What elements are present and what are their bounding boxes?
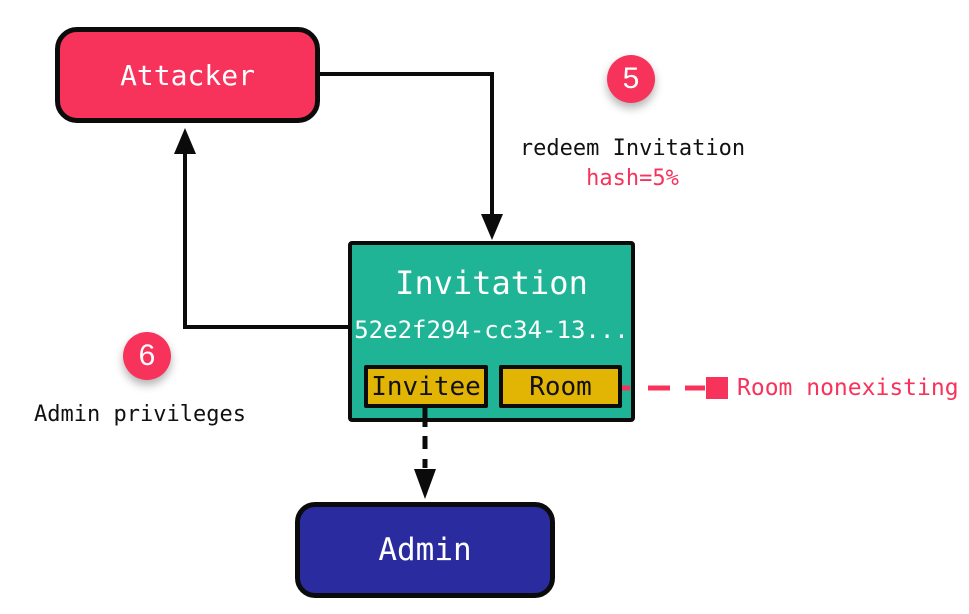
- room-note-marker: [706, 377, 728, 399]
- hash-detail-text: hash=5%: [586, 166, 679, 191]
- room-attribute: Room: [499, 365, 622, 408]
- step-5-number: 5: [622, 62, 640, 95]
- invitation-title: Invitation: [395, 264, 588, 302]
- admin-node: Admin: [295, 502, 555, 598]
- redeem-invitation-text: redeem Invitation: [519, 136, 746, 161]
- invitation-to-attacker-arrow: [174, 128, 348, 327]
- attacker-label: Attacker: [120, 58, 255, 92]
- invitation-node: Invitation 52e2f294-cc34-13... Invitee R…: [348, 241, 635, 422]
- room-nonexisting-label: Room nonexisting: [737, 375, 959, 401]
- invitation-id: 52e2f294-cc34-13...: [354, 316, 629, 344]
- attacker-to-invitation-arrow: [320, 74, 503, 240]
- attacker-node: Attacker: [55, 27, 320, 123]
- admin-privileges-label: Admin privileges: [34, 402, 246, 427]
- step-6-badge: 6: [123, 332, 171, 380]
- redeem-invitation-label: redeem Invitation hash=5%: [490, 134, 775, 194]
- admin-label: Admin: [378, 532, 472, 568]
- room-label: Room: [529, 371, 592, 402]
- step-5-badge: 5: [607, 55, 655, 103]
- invitee-label: Invitee: [371, 371, 481, 402]
- invitee-attribute: Invitee: [364, 365, 488, 408]
- step-6-number: 6: [138, 339, 156, 372]
- room-note-connector: [622, 377, 728, 399]
